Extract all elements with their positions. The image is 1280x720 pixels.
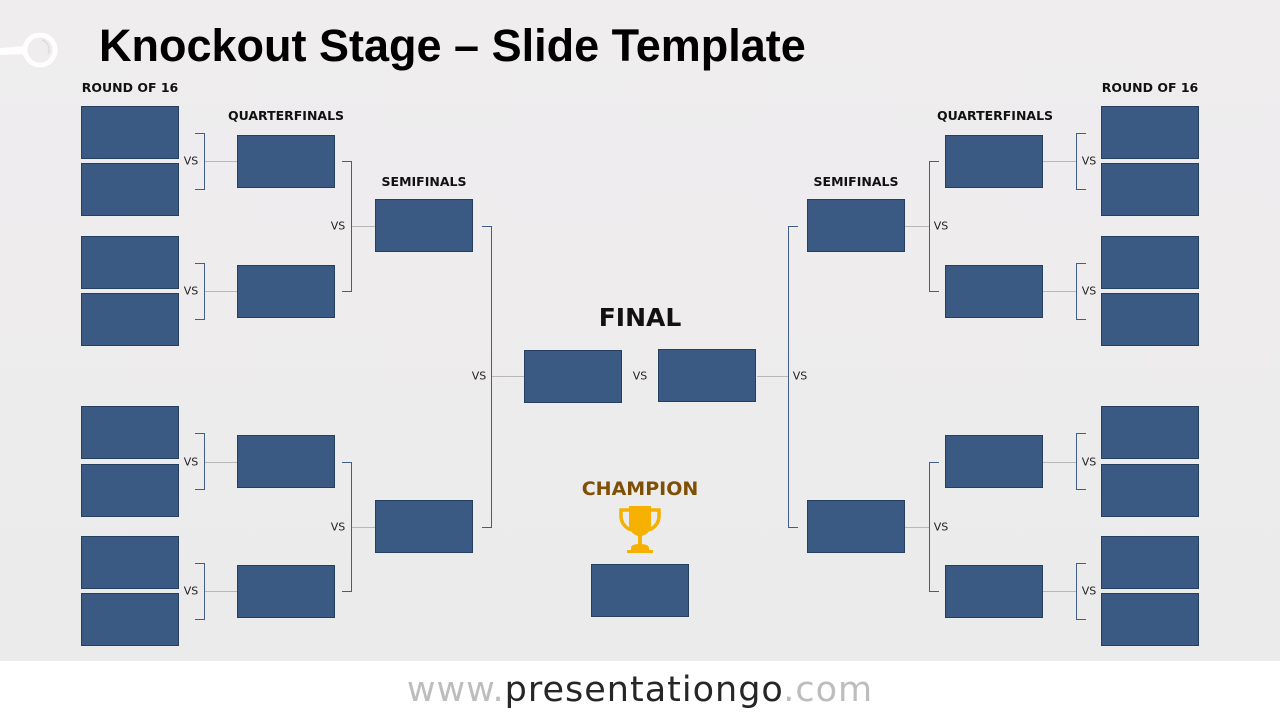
team-slot-r16-right-7[interactable] <box>1101 536 1199 589</box>
team-slot-sf-right-1[interactable] <box>807 199 905 252</box>
bracket-r16-left-3 <box>195 433 205 490</box>
footer-url[interactable]: www.presentationgo.com <box>407 670 873 710</box>
connector-line <box>205 462 237 463</box>
connector-line <box>905 226 929 227</box>
connector-line <box>1043 161 1076 162</box>
footer-url-prefix: www. <box>406 670 505 710</box>
vs-label: VS <box>183 284 199 298</box>
label-final: FINAL <box>598 303 682 332</box>
vs-label: VS <box>471 369 487 383</box>
bracket-qf-left-2 <box>342 462 352 592</box>
team-slot-r16-right-6[interactable] <box>1101 464 1199 517</box>
label-champion: CHAMPION <box>581 478 699 500</box>
label-quarterfinals-left: QUARTERFINALS <box>227 108 345 123</box>
vs-label: VS <box>1081 584 1097 598</box>
team-slot-qf-right-4[interactable] <box>945 565 1043 618</box>
vs-label: VS <box>330 520 346 534</box>
vs-label: VS <box>1081 284 1097 298</box>
connector-line <box>492 376 524 377</box>
vs-label: VS <box>1081 154 1097 168</box>
team-slot-final-left[interactable] <box>524 350 622 403</box>
bracket-r16-left-2 <box>195 263 205 320</box>
bracket-qf-right-1 <box>929 161 939 292</box>
team-slot-r16-left-5[interactable] <box>81 406 179 459</box>
team-slot-r16-right-4[interactable] <box>1101 293 1199 346</box>
team-slot-r16-right-3[interactable] <box>1101 236 1199 289</box>
vs-label: VS <box>183 154 199 168</box>
vs-label: VS <box>933 520 949 534</box>
team-slot-sf-right-2[interactable] <box>807 500 905 553</box>
connector-line <box>1043 462 1076 463</box>
connector-line <box>757 376 788 377</box>
vs-label: VS <box>792 369 808 383</box>
champion-slot[interactable] <box>591 564 689 617</box>
connector-line <box>905 527 929 528</box>
label-semifinals-right: SEMIFINALS <box>813 174 899 189</box>
team-slot-r16-right-2[interactable] <box>1101 163 1199 216</box>
pushpin-icon <box>0 32 58 68</box>
footer-url-suffix: .com <box>783 670 874 710</box>
bracket-r16-right-4 <box>1076 563 1086 620</box>
vs-label: VS <box>330 219 346 233</box>
label-semifinals-left: SEMIFINALS <box>381 174 467 189</box>
bracket-qf-right-2 <box>929 462 939 592</box>
bracket-sf-left <box>482 226 492 528</box>
team-slot-qf-left-3[interactable] <box>237 435 335 488</box>
team-slot-r16-left-8[interactable] <box>81 593 179 646</box>
team-slot-r16-left-1[interactable] <box>81 106 179 159</box>
team-slot-final-right[interactable] <box>658 349 756 402</box>
team-slot-r16-left-7[interactable] <box>81 536 179 589</box>
connector-line <box>352 226 375 227</box>
team-slot-r16-left-2[interactable] <box>81 163 179 216</box>
bracket-sf-right <box>788 226 798 528</box>
bracket-r16-left-4 <box>195 563 205 620</box>
bracket-r16-right-3 <box>1076 433 1086 490</box>
team-slot-r16-left-4[interactable] <box>81 293 179 346</box>
team-slot-qf-right-1[interactable] <box>945 135 1043 188</box>
team-slot-r16-left-3[interactable] <box>81 236 179 289</box>
connector-line <box>205 591 237 592</box>
team-slot-qf-right-2[interactable] <box>945 265 1043 318</box>
connector-line <box>352 527 375 528</box>
vs-label: VS <box>183 455 199 469</box>
vs-label: VS <box>632 369 648 383</box>
connector-line <box>1043 591 1076 592</box>
label-round-of-16-right: ROUND OF 16 <box>1101 80 1199 95</box>
bracket-r16-left-1 <box>195 133 205 190</box>
team-slot-sf-left-2[interactable] <box>375 500 473 553</box>
team-slot-qf-right-3[interactable] <box>945 435 1043 488</box>
team-slot-qf-left-1[interactable] <box>237 135 335 188</box>
connector-line <box>1043 291 1076 292</box>
trophy-icon <box>619 506 661 553</box>
vs-label: VS <box>933 219 949 233</box>
page-title: Knockout Stage – Slide Template <box>99 20 806 71</box>
bracket-r16-right-1 <box>1076 133 1086 190</box>
footer-url-brand: presentationgo <box>504 670 784 710</box>
team-slot-r16-right-8[interactable] <box>1101 593 1199 646</box>
slide-canvas: Knockout Stage – Slide Template ROUND OF… <box>0 0 1280 661</box>
team-slot-r16-left-6[interactable] <box>81 464 179 517</box>
label-quarterfinals-right: QUARTERFINALS <box>936 108 1054 123</box>
footer: www.presentationgo.com <box>0 661 1280 720</box>
team-slot-r16-right-5[interactable] <box>1101 406 1199 459</box>
team-slot-qf-left-2[interactable] <box>237 265 335 318</box>
vs-label: VS <box>183 584 199 598</box>
team-slot-qf-left-4[interactable] <box>237 565 335 618</box>
connector-line <box>205 291 237 292</box>
label-round-of-16-left: ROUND OF 16 <box>81 80 179 95</box>
bracket-qf-left-1 <box>342 161 352 292</box>
bracket-r16-right-2 <box>1076 263 1086 320</box>
team-slot-r16-right-1[interactable] <box>1101 106 1199 159</box>
vs-label: VS <box>1081 455 1097 469</box>
connector-line <box>205 161 237 162</box>
team-slot-sf-left-1[interactable] <box>375 199 473 252</box>
